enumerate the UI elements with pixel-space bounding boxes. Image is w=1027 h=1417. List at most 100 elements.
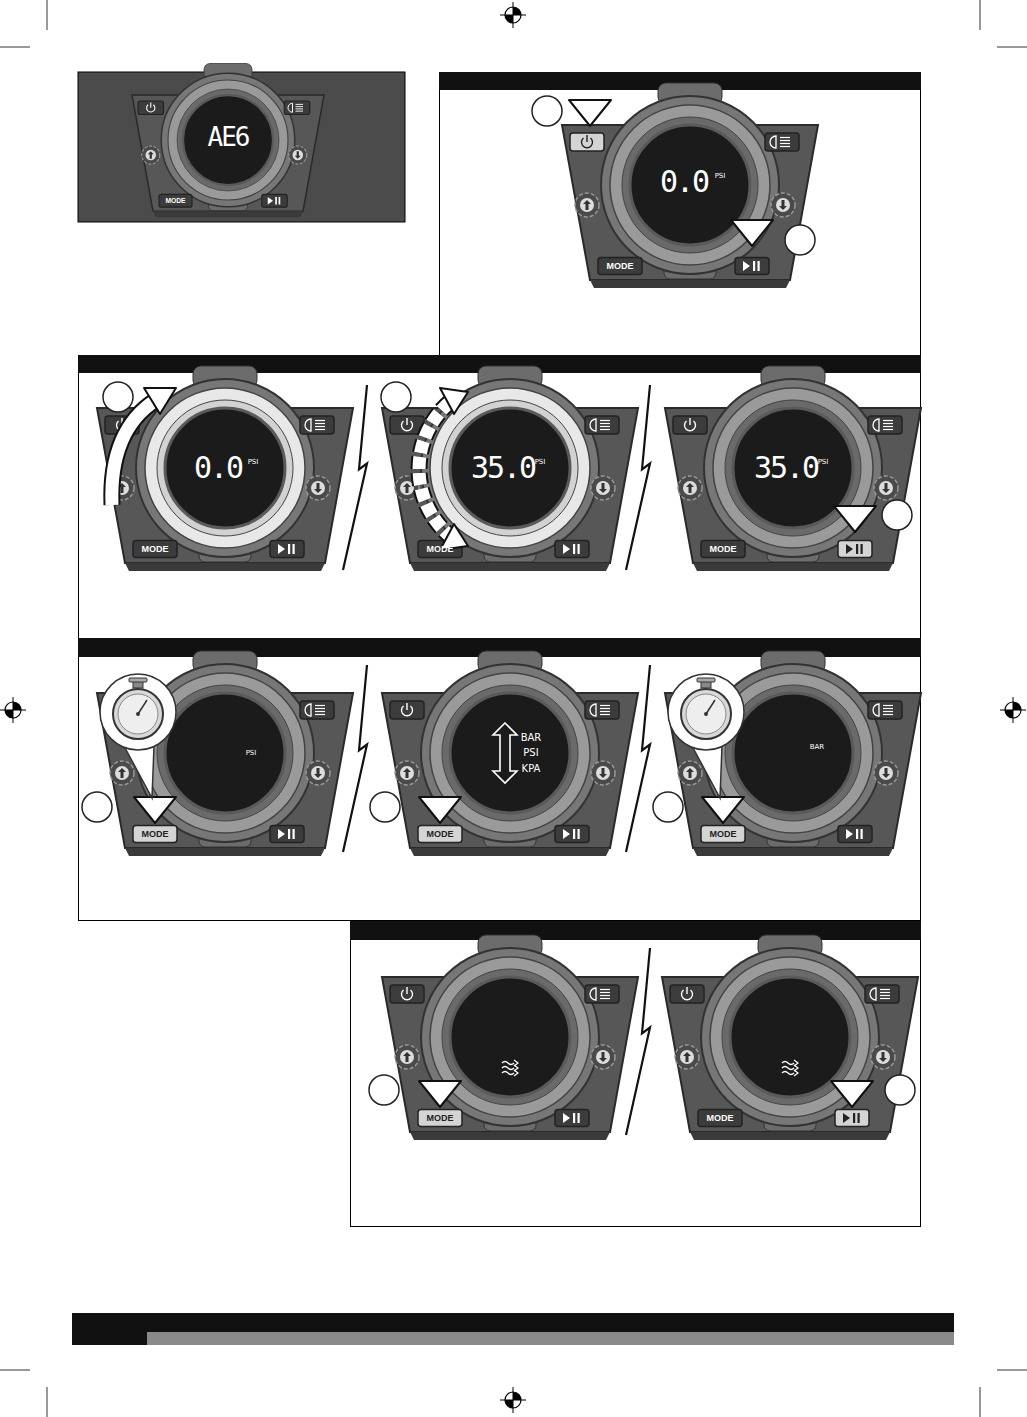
- drawing-part: [590, 988, 596, 1000]
- drawing-part: [133, 826, 177, 843]
- drawing-part: [306, 761, 330, 785]
- drawing-part: [295, 151, 301, 159]
- button-label: MODE: [427, 830, 454, 839]
- crop-mark: [980, 1387, 981, 1417]
- unit-label: BAR: [810, 744, 824, 751]
- drawing-part: [590, 280, 790, 288]
- drawing-part: [876, 1050, 890, 1064]
- drawing-part: [600, 705, 610, 706]
- drawing-part: [570, 133, 604, 151]
- drawing-part: [293, 150, 304, 161]
- control-panel: [662, 935, 918, 1140]
- drawing-part: [578, 1113, 580, 1123]
- button-label: MODE: [427, 1114, 454, 1123]
- callout-circle: [785, 225, 815, 255]
- drawing-part: [450, 408, 570, 528]
- drawing-part: [403, 1052, 411, 1062]
- drawing-part: [776, 198, 790, 212]
- drawing-part: [148, 151, 154, 159]
- button-label: MODE: [607, 262, 634, 271]
- drawing-part: [442, 685, 578, 821]
- drawing-part: [442, 400, 578, 536]
- drawing-part: [843, 1113, 850, 1123]
- drawing-part: [125, 563, 325, 571]
- drawing-part: [390, 701, 424, 719]
- drawing-part: [157, 685, 293, 821]
- drawing-part: [733, 408, 853, 528]
- button-label: MODE: [142, 830, 169, 839]
- drawing-part: [293, 544, 295, 554]
- drawing-part: [177, 89, 279, 191]
- drawing-part: [118, 768, 126, 778]
- drawing-part: [505, 15, 513, 23]
- crop-mark: [0, 1370, 30, 1371]
- drawing-part: [315, 708, 325, 709]
- drawing-part: [296, 106, 304, 107]
- drawing-part: [406, 418, 407, 425]
- crop-mark: [0, 47, 30, 48]
- drawing-part: [315, 426, 325, 427]
- drawing-part: [296, 108, 304, 109]
- drawing-part: [125, 848, 325, 856]
- drawing-part: [856, 544, 858, 554]
- drawing-part: [874, 761, 898, 785]
- drawing-part: [400, 766, 414, 780]
- drawing-part: [591, 1045, 615, 1069]
- press-indicator: [134, 797, 176, 823]
- button-label: MODE: [427, 545, 454, 554]
- drawing-part: [315, 711, 325, 712]
- drawing-part: [873, 704, 879, 716]
- drawing-part: [585, 701, 619, 719]
- drawing-part: [770, 136, 776, 148]
- drawing-part: [129, 678, 147, 682]
- toggle-arrow: [493, 723, 517, 783]
- drawing-part: [278, 829, 285, 839]
- drawing-part: [883, 705, 893, 706]
- drawing-part: [1005, 710, 1013, 718]
- drawing-part: [159, 194, 192, 207]
- airflow-icon: [502, 1072, 514, 1075]
- drawing-part: [118, 694, 158, 734]
- crop-mark: [47, 1387, 48, 1417]
- callout-circle: [103, 382, 133, 412]
- stopwatch-icon: [113, 689, 163, 739]
- callout-circle: [381, 382, 411, 412]
- drawing-part: [735, 258, 769, 275]
- drawing-part: [270, 826, 304, 843]
- stopwatch-bubble: [124, 746, 154, 798]
- press-indicator: [834, 506, 876, 532]
- callout-circle: [882, 500, 912, 530]
- registration-mark: [505, 1392, 521, 1408]
- drawing-part: [600, 426, 610, 427]
- drawing-part: [838, 826, 872, 843]
- press-indicator: [702, 797, 744, 823]
- drawing-part: [406, 703, 407, 710]
- drawing-part: [600, 995, 610, 996]
- drawing-part: [780, 140, 790, 141]
- drawing-part: [400, 1050, 414, 1064]
- drawing-part: [883, 420, 893, 421]
- drawing-part: [701, 826, 745, 843]
- drawing-part: [882, 483, 890, 493]
- drawing-part: [563, 544, 570, 554]
- drawing-part: [555, 826, 589, 843]
- drawing-part: [573, 1113, 575, 1123]
- callout-circle: [885, 1075, 915, 1105]
- drawing-part: [596, 1050, 610, 1064]
- drawing-part: [288, 103, 293, 112]
- drawing-part: [275, 197, 277, 205]
- drawing-part: [315, 420, 325, 421]
- drawing-part: [13, 702, 21, 710]
- drawing-part: [693, 848, 893, 856]
- drawing-part: [725, 685, 861, 821]
- drawing-part: [442, 969, 578, 1105]
- drawing-part: [514, 1070, 518, 1076]
- panel-frame: [79, 356, 921, 921]
- drawing-part: [730, 977, 850, 1097]
- drawing-part: [270, 541, 304, 558]
- drawing-part: [853, 1113, 855, 1123]
- unit-label: PSI: [818, 459, 829, 466]
- drawing-part: [573, 544, 575, 554]
- registration-mark: [1005, 702, 1021, 718]
- drawing-part: [599, 483, 607, 493]
